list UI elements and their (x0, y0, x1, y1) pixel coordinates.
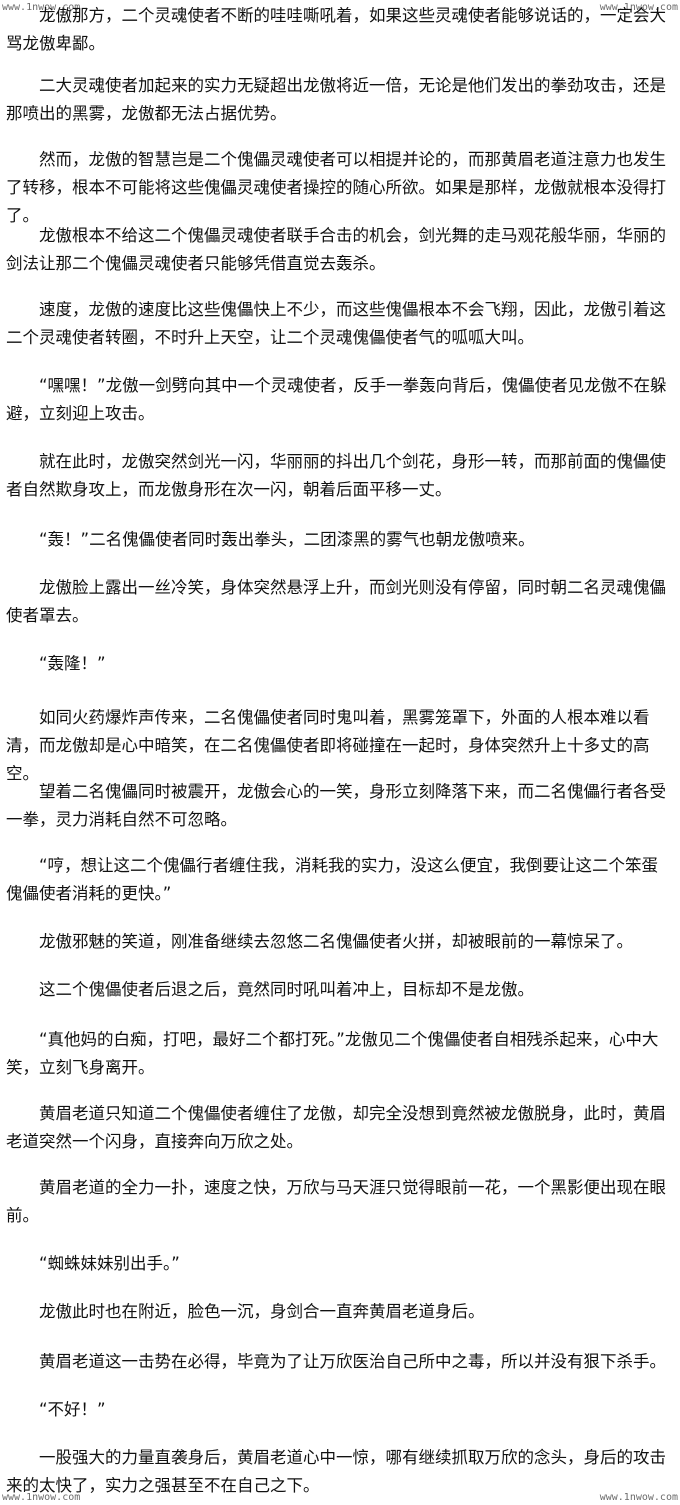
watermark-bottom-left: www.1nwow.com (2, 1492, 81, 1503)
paragraph: 然而，龙傲的智慧岂是二个傀儡灵魂使者可以相提并论的，而那黄眉老道注意力也发生了转… (6, 150, 666, 225)
paragraph: 黄眉老道这一击势在必得，毕竟为了让万欣医治自己所中之毒，所以并没有狠下杀手。 (39, 1352, 666, 1371)
paragraph: “不好！” (39, 1400, 106, 1419)
watermark-bottom-right: www.1nwow.com (599, 1492, 678, 1503)
paragraph: “真他妈的白痴，打吧，最好二个都打死。”龙傲见二个傀儡使者自相残杀起来，心中大笑… (6, 1030, 659, 1077)
paragraph: 速度，龙傲的速度比这些傀儡快上不少，而这些傀儡根本不会飞翔，因此，龙傲引着这二个… (6, 300, 666, 347)
paragraph: 龙傲脸上露出一丝冷笑，身体突然悬浮上升，而剑光则没有停留，同时朝二名灵魂傀儡使者… (6, 578, 666, 625)
paragraph: 望着二名傀儡同时被震开，龙傲会心的一笑，身形立刻降落下来，而二名傀儡行者各受一拳… (6, 782, 666, 829)
paragraph: 黄眉老道只知道二个傀儡使者缠住了龙傲，却完全没想到竟然被龙傲脱身，此时，黄眉老道… (6, 1104, 666, 1151)
paragraph: 龙傲此时也在附近，脸色一沉，身剑合一直奔黄眉老道身后。 (39, 1302, 485, 1321)
paragraph: “嘿嘿！”龙傲一剑劈向其中一个灵魂使者，反手一拳轰向背后，傀儡使者见龙傲不在躲避… (6, 376, 667, 423)
paragraph: 黄眉老道的全力一扑，速度之快，万欣与马天涯只觉得眼前一花，一个黑影便出现在眼前。 (6, 1178, 666, 1225)
paragraph: “轰隆！” (39, 654, 106, 673)
paragraph: 一股强大的力量直袭身后，黄眉老道心中一惊，哪有继续抓取万欣的念头，身后的攻击来的… (6, 1448, 666, 1495)
paragraph: 二大灵魂使者加起来的实力无疑超出龙傲将近一倍，无论是他们发出的拳劲攻击，还是那喷… (6, 76, 666, 123)
paragraph: 龙傲根本不给这二个傀儡灵魂使者联手合击的机会，剑光舞的走马观花般华丽，华丽的剑法… (6, 226, 666, 273)
paragraph: “蜘蛛妹妹别出手。” (39, 1254, 180, 1273)
watermark-top-right: www.1nwow.com (599, 2, 678, 13)
paragraph: 这二个傀儡使者后退之后，竟然同时吼叫着冲上，目标却不是龙傲。 (39, 980, 534, 999)
paragraph: 龙傲邪魅的笑道，刚准备继续去忽悠二名傀儡使者火拼，却被眼前的一幕惊呆了。 (39, 932, 633, 951)
paragraph: 就在此时，龙傲突然剑光一闪，华丽丽的抖出几个剑花，身形一转，而那前面的傀儡使者自… (6, 452, 666, 499)
paragraph: “哼，想让这二个傀儡行者缠住我，消耗我的实力，没这么便宜，我倒要让这二个笨蛋傀儡… (6, 856, 659, 903)
paragraph: 如同火药爆炸声传来，二名傀儡使者同时鬼叫着，黑雾笼罩下，外面的人根本难以看清，而… (6, 708, 650, 783)
paragraph: 龙傲那方，二个灵魂使者不断的哇哇嘶吼着，如果这些灵魂使者能够说话的，一定会大骂龙… (6, 6, 666, 53)
watermark-top-left: www.1nwow.com (2, 2, 81, 13)
paragraph: “轰！”二名傀儡使者同时轰出拳头，二团漆黑的雾气也朝龙傲喷来。 (39, 530, 535, 549)
